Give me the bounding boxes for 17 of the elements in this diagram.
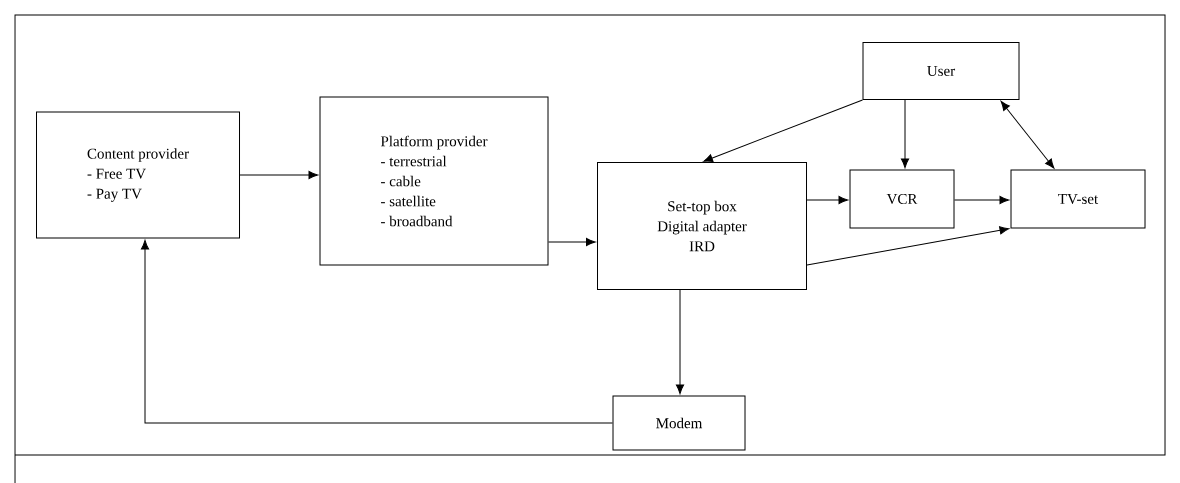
process-box: Modem xyxy=(612,395,746,451)
arrow xyxy=(239,170,319,180)
process-box: VCR xyxy=(849,169,955,229)
arrow xyxy=(954,195,1010,205)
process-box: Set-top box Digital adapter IRD xyxy=(597,162,807,290)
process-box: Content provider - Free TV - Pay TV xyxy=(36,111,240,239)
arrow xyxy=(675,289,685,395)
arrow xyxy=(1000,101,1055,169)
arrow xyxy=(806,195,849,205)
arrow xyxy=(900,99,910,169)
process-box: Platform provider - terrestrial - cable - satellite - broadband xyxy=(319,96,549,266)
process-box: TV-set xyxy=(1010,169,1146,229)
arrow xyxy=(806,226,1010,266)
arrow xyxy=(703,99,863,163)
arrow xyxy=(548,237,596,247)
process-box: User xyxy=(862,42,1020,100)
arrow xyxy=(140,239,613,424)
